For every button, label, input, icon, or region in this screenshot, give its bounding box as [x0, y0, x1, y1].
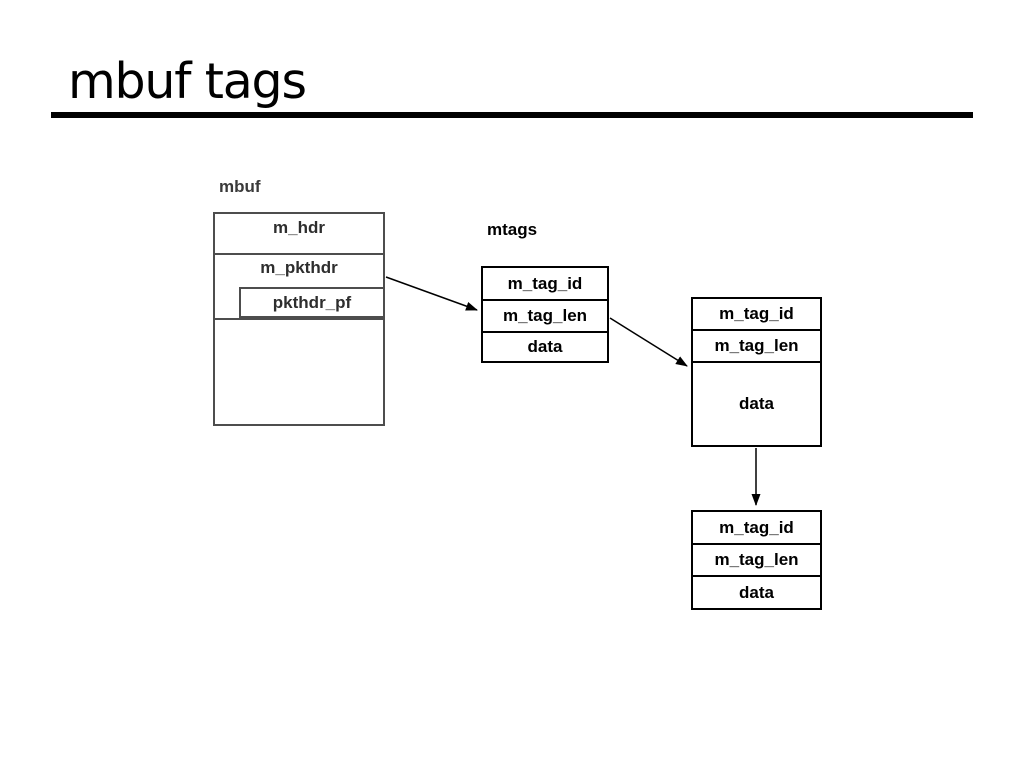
- mtag-node-1-field-data: data: [527, 337, 563, 356]
- mtag-node-3-field-data: data: [739, 582, 774, 602]
- mtag-node-2-field-len: m_tag_len: [693, 331, 820, 363]
- mtag-node-2-field-data: data: [739, 394, 774, 413]
- mtags-label: mtags: [487, 220, 538, 239]
- mtag-node-2-field-id: m_tag_id: [693, 299, 820, 331]
- mbuf-field-m-pkthdr: m_pkthdr: [260, 258, 338, 277]
- mbuf-struct-box: m_hdr m_pkthdr pkthdr_pf: [213, 212, 385, 426]
- mtag-node-3-field-id: m_tag_id: [693, 512, 820, 545]
- pkthdr-pf-label: pkthdr_pf: [272, 292, 352, 312]
- mbuf-nested-pkthdr-pf-box: pkthdr_pf: [239, 287, 385, 318]
- mtag-node-3-field-len: m_tag_len: [693, 545, 820, 577]
- mbuf-field-m-hdr: m_hdr: [273, 218, 325, 237]
- mtag-node-1-field-id: m_tag_id: [483, 268, 607, 301]
- mtag-node-3: m_tag_id m_tag_len data: [691, 510, 822, 610]
- arrow-mtag1-to-mtag2: [609, 317, 688, 367]
- mbuf-divider-1: [215, 253, 383, 255]
- mtag-node-1-field-len: m_tag_len: [483, 301, 607, 333]
- mtag-node-1: m_tag_id m_tag_len data: [481, 266, 609, 363]
- mtag-node-2: m_tag_id m_tag_len data: [691, 297, 822, 447]
- title-underline-rule: [51, 112, 973, 118]
- arrow-mbuf-to-mtag1: [385, 276, 478, 311]
- mbuf-label: mbuf: [219, 177, 261, 196]
- mbuf-divider-2: [215, 318, 383, 320]
- slide-title: mbuf tags: [68, 53, 307, 110]
